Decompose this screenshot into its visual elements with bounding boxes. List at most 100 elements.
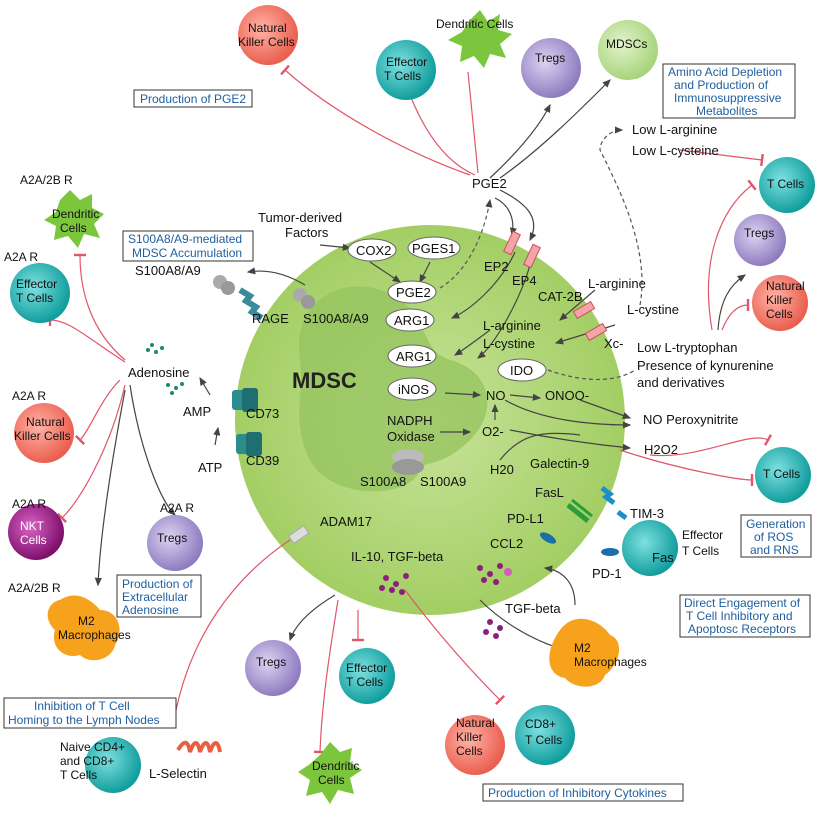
a2a-eff: A2A R <box>4 250 38 264</box>
eff-left-l1: Effector <box>16 277 57 291</box>
ectoenzymes <box>232 388 262 456</box>
cap-direct-2: T Cell Inhibitory and <box>686 609 793 623</box>
nadph-l2: Oxidase <box>387 429 435 444</box>
il10-label: IL-10, TGF-beta <box>351 549 444 564</box>
s100a8-label: S100A8 <box>360 474 406 489</box>
a2a-nkt: A2A R <box>12 497 46 511</box>
inos-label: iNOS <box>398 382 429 397</box>
cap-homing-2: Homing to the Lymph Nodes <box>8 713 160 727</box>
mdscs-top-label: MDSCs <box>606 37 647 51</box>
arg1-a-label: ARG1 <box>394 313 429 328</box>
cd73-label: CD73 <box>246 406 279 421</box>
ccl2-label: CCL2 <box>490 536 523 551</box>
cap-aden-3: Adenosine <box>122 603 179 617</box>
nk-right-l1: Natural <box>766 279 805 293</box>
a2a2b-m2: A2A/2B R <box>8 581 61 595</box>
internal-enzymes: COX2 PGES1 PGE2 ARG1 ARG1 iNOS IDO <box>347 236 547 401</box>
a2a2b-dc: A2A/2B R <box>20 173 73 187</box>
ep-receptors <box>503 230 608 342</box>
effector-right <box>622 520 678 576</box>
tregs-top-label: Tregs <box>535 51 565 65</box>
pge2-top-label: PGE2 <box>472 176 507 191</box>
naive-l3: T Cells <box>60 768 97 782</box>
lcystine-out: L-cystine <box>627 302 679 317</box>
cytokine-dots <box>379 563 512 639</box>
low-lcys: Low L-cysteine <box>632 143 719 158</box>
tregs-bottom-label: Tregs <box>256 655 286 669</box>
cd39-label: CD39 <box>246 453 279 468</box>
nk-right <box>752 275 808 331</box>
nk-bottom-l3: Cells <box>456 744 483 758</box>
dashed-lines <box>439 126 643 380</box>
low-larg: Low L-arginine <box>632 122 717 137</box>
s100a8a9-in: S100A8/A9 <box>303 311 369 326</box>
lselectin-shape <box>176 740 222 753</box>
nkt-l2: Cells <box>20 533 47 547</box>
cap-aden-1: Production of <box>122 577 193 591</box>
nkt-l1: NKT <box>20 519 45 533</box>
eff-bottom-l1: Effector <box>346 661 387 675</box>
effector-bottom <box>339 648 395 704</box>
cap-pge2: Production of PGE2 <box>140 92 246 106</box>
tregs-cell-top <box>521 38 581 98</box>
nadph-l1: NADPH <box>387 413 433 428</box>
cap-ros-1: Generation <box>746 517 805 531</box>
ido-label: IDO <box>510 363 533 378</box>
m2-left-l1: M2 <box>78 614 95 628</box>
low-ltryp: Low L-tryptophan <box>637 340 737 355</box>
cap-s100-1: S100A8/A9-mediated <box>128 232 242 246</box>
lcys-in: L-cystine <box>483 336 535 351</box>
tregs-right <box>734 214 786 266</box>
larg-out: L-arginine <box>588 276 646 291</box>
tcells-right <box>759 157 815 213</box>
cap-amino-1: Amino Acid Depletion <box>668 65 782 79</box>
tcells-ros-label: T Cells <box>763 467 800 481</box>
nk-left-l2: Killer Cells <box>14 429 71 443</box>
nk-cell-top <box>238 5 298 65</box>
xc-label: Xc- <box>604 336 624 351</box>
a2a-tregs: A2A R <box>160 501 194 515</box>
nkt-cell <box>8 504 64 560</box>
cap-direct-3: Apoptosc Receptors <box>688 622 796 636</box>
pges1-label: PGES1 <box>412 241 455 256</box>
nk-bottom-l2: Killer <box>456 730 483 744</box>
fasl-label: FasL <box>535 485 564 500</box>
tregs-right-label: Tregs <box>744 226 774 240</box>
effector-left <box>10 263 70 323</box>
mdscs-cell-top <box>598 20 658 80</box>
eff-top-l1: Effector <box>386 55 427 69</box>
dc-cell-top <box>448 10 512 68</box>
naive-l2: and CD8+ <box>60 754 114 768</box>
m2-right-l1: M2 <box>574 641 591 655</box>
tumor-factors-l1: Tumor-derived <box>258 210 342 225</box>
dc-left-l1: Dendritic <box>52 207 99 221</box>
cap-direct-1: Direct Engagement of <box>684 596 801 610</box>
nk-right-l2: Killer <box>766 293 793 307</box>
cap-aden-2: Extracellular <box>122 590 188 604</box>
naive-l1: Naive CD4+ <box>60 740 125 754</box>
eff-bottom-l2: T Cells <box>346 675 383 689</box>
cap-ros-2: of ROS <box>754 530 793 544</box>
nk-bottom <box>445 715 505 775</box>
tcells-ros <box>755 447 811 503</box>
nk-top-l1: Natural <box>248 21 287 35</box>
activation-lines <box>94 79 746 652</box>
kyn-l1: Presence of kynurenine <box>637 358 774 373</box>
cd8-l2: T Cells <box>525 733 562 747</box>
tcells-right-label: T Cells <box>767 177 804 191</box>
nk-top-l2: Killer Cells <box>238 35 295 49</box>
m2-right <box>549 618 620 687</box>
ligands <box>539 486 628 556</box>
tregs-left-label: Tregs <box>157 531 187 545</box>
cd8-l1: CD8+ <box>525 717 556 731</box>
caption-boxes: Production of PGE2 Amino Acid Depletion … <box>3 63 812 802</box>
molecule-labels: PGE2 Tumor-derived Factors EP2 EP4 S100A… <box>128 122 774 781</box>
ep4-label: EP4 <box>512 273 537 288</box>
eff-top-l2: T Cells <box>384 69 421 83</box>
s100a9-label: S100A9 <box>420 474 466 489</box>
cox2-label: COX2 <box>356 243 391 258</box>
larg-in: L-arginine <box>483 318 541 333</box>
lselectin-label: L-Selectin <box>149 766 207 781</box>
